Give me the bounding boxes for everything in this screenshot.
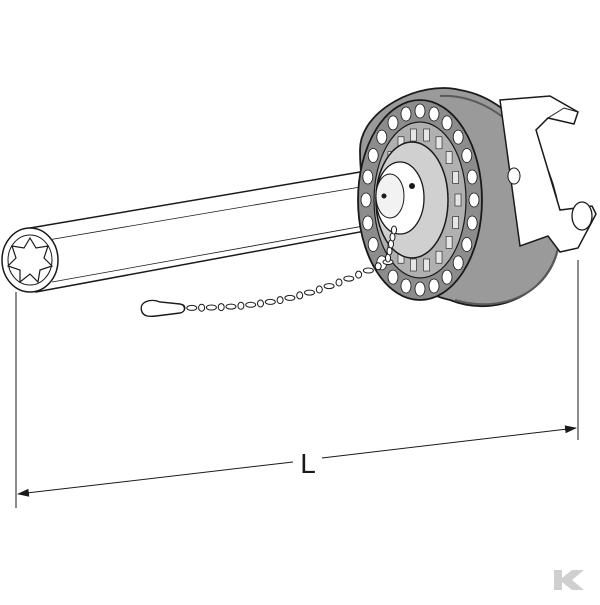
guard-perforation xyxy=(452,255,464,271)
chain-link xyxy=(257,299,264,308)
chain-link xyxy=(245,301,257,308)
guard-perforation xyxy=(466,215,478,231)
guard-perforation xyxy=(441,269,453,285)
collar-slot xyxy=(423,258,430,272)
chain-link xyxy=(323,283,335,290)
guard-perforation xyxy=(387,115,399,131)
chain-link xyxy=(296,291,304,300)
guard-perforation xyxy=(414,103,426,119)
chain-link xyxy=(264,298,276,305)
chain-link xyxy=(237,301,245,310)
tube-end-profile xyxy=(1,227,59,293)
collar-slot xyxy=(445,151,453,164)
collar-slot xyxy=(452,216,460,229)
guard-perforation xyxy=(367,148,379,163)
collar-slot xyxy=(435,136,443,150)
guard-perforation xyxy=(376,129,388,145)
chain-link xyxy=(225,303,237,310)
guard-perforation xyxy=(400,278,412,294)
guard-perforation xyxy=(441,115,453,131)
chain-link xyxy=(284,294,296,301)
chain-link xyxy=(304,289,315,296)
chain-link xyxy=(374,262,382,271)
collar-slot xyxy=(454,193,462,207)
guard-perforation xyxy=(400,106,412,122)
dimension-line-left xyxy=(17,461,294,497)
guard-perforation xyxy=(428,106,440,122)
guard-perforation xyxy=(468,192,480,208)
guard-perforation xyxy=(362,169,374,185)
yoke-fork xyxy=(499,95,597,253)
dimension-line-right xyxy=(321,425,577,459)
collar-slot xyxy=(445,236,453,249)
collar-slot xyxy=(410,128,417,142)
chain-link xyxy=(217,303,225,312)
chain-link xyxy=(362,267,374,274)
guard-perforation xyxy=(452,129,464,145)
collar-slot xyxy=(435,250,443,264)
chain-link xyxy=(186,304,198,311)
chain-link xyxy=(198,303,206,312)
guard-perforation xyxy=(466,169,478,185)
chain-link xyxy=(205,304,217,311)
guard-perforation xyxy=(428,278,440,294)
guard-perforation xyxy=(387,269,399,285)
guard-perforation xyxy=(461,148,473,163)
chain-link xyxy=(335,278,343,287)
chain-link xyxy=(391,225,397,235)
guard-perforation xyxy=(360,192,372,208)
chain-link xyxy=(343,275,355,282)
collar-slot xyxy=(452,171,460,184)
guard-perforation xyxy=(414,281,426,297)
shaft-tube xyxy=(29,169,394,293)
guard-perforation xyxy=(362,215,374,231)
chain-link xyxy=(315,285,323,294)
bearing-collar xyxy=(375,141,449,259)
chain-link xyxy=(355,270,363,279)
guard-perforation xyxy=(367,237,379,252)
collar-slot xyxy=(423,128,430,142)
guard-perforation xyxy=(461,237,473,252)
length-dimension-label: L xyxy=(300,448,316,479)
brand-logo xyxy=(550,568,590,592)
chain-link xyxy=(276,296,284,305)
chain-hook xyxy=(140,299,186,318)
collar-slot xyxy=(410,258,417,272)
